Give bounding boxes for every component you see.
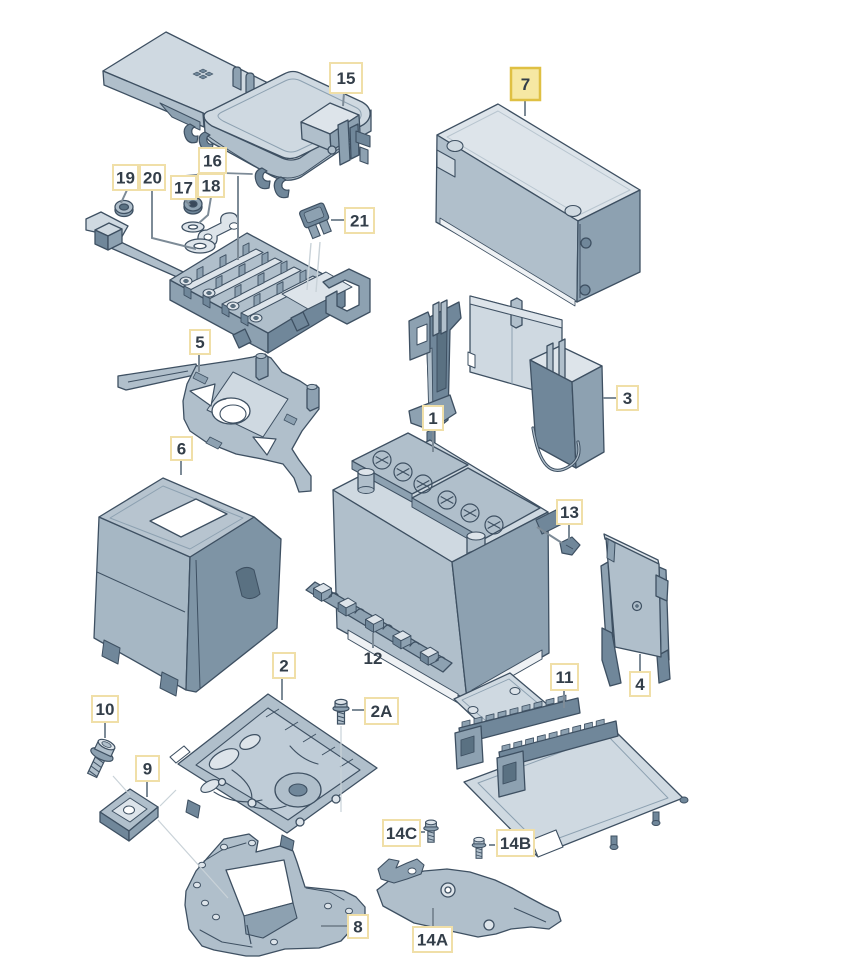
svg-text:13: 13 bbox=[560, 503, 579, 522]
svg-text:5: 5 bbox=[195, 333, 204, 352]
svg-text:14C: 14C bbox=[386, 824, 417, 843]
svg-text:18: 18 bbox=[202, 177, 221, 196]
svg-text:20: 20 bbox=[143, 169, 162, 188]
svg-text:7: 7 bbox=[521, 75, 530, 94]
svg-text:6: 6 bbox=[177, 440, 186, 459]
svg-text:21: 21 bbox=[350, 212, 369, 231]
svg-text:2A: 2A bbox=[371, 702, 393, 721]
svg-text:3: 3 bbox=[623, 389, 632, 408]
svg-text:14A: 14A bbox=[417, 931, 448, 950]
svg-text:10: 10 bbox=[96, 700, 115, 719]
svg-text:8: 8 bbox=[353, 918, 362, 937]
svg-text:19: 19 bbox=[116, 169, 135, 188]
svg-text:12: 12 bbox=[364, 649, 383, 668]
svg-text:9: 9 bbox=[143, 760, 152, 779]
svg-text:15: 15 bbox=[337, 69, 356, 88]
svg-text:1: 1 bbox=[428, 409, 437, 428]
svg-text:11: 11 bbox=[556, 668, 574, 687]
svg-text:14B: 14B bbox=[500, 834, 531, 853]
svg-text:16: 16 bbox=[203, 152, 222, 171]
svg-text:2: 2 bbox=[279, 657, 288, 676]
svg-text:4: 4 bbox=[635, 675, 645, 694]
svg-text:17: 17 bbox=[174, 179, 193, 198]
